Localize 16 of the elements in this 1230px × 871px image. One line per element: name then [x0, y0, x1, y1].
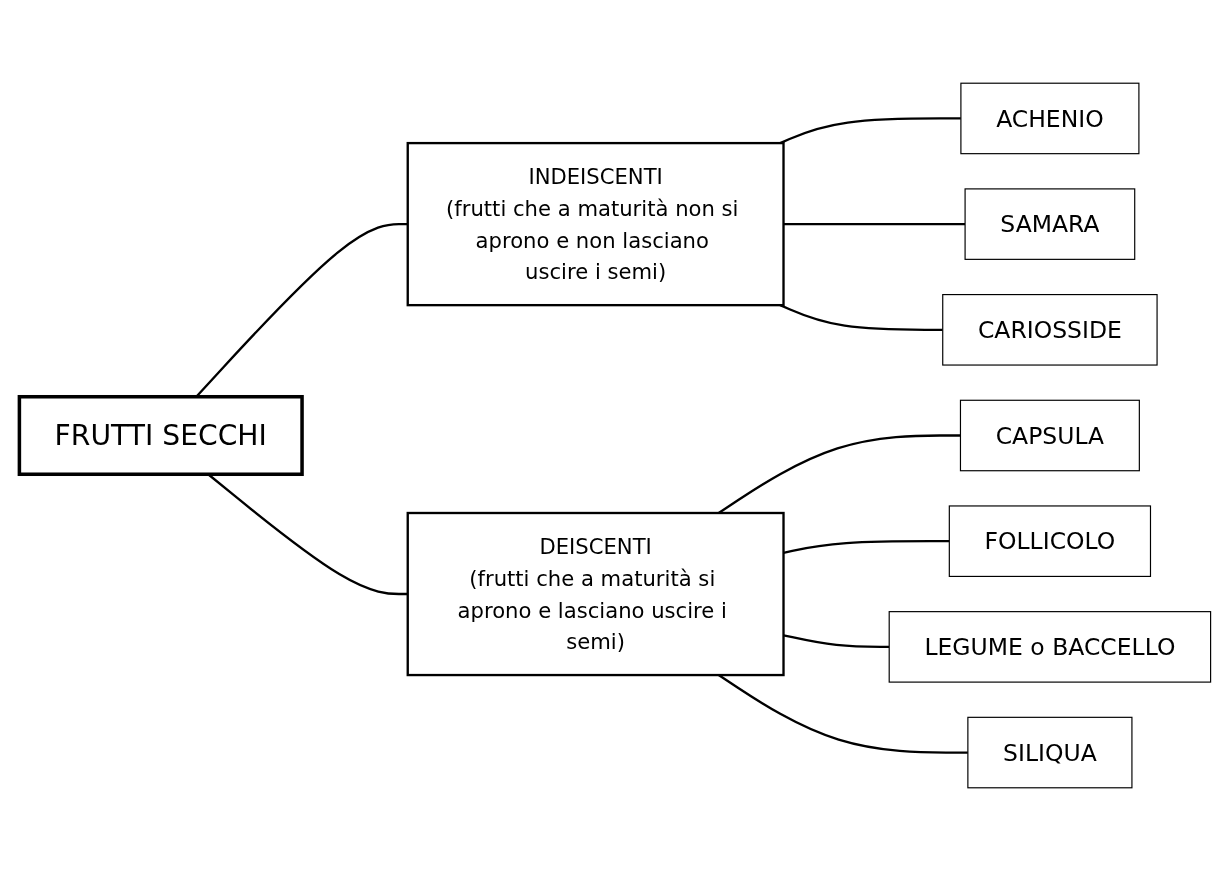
connector — [783, 634, 890, 649]
node-box: LEGUME o BACCELLO — [888, 611, 1212, 683]
node-box: FRUTTI SECCHI — [17, 395, 304, 476]
node-box: SILIQUA — [967, 716, 1133, 789]
connector — [783, 540, 950, 554]
node-box: DEISCENTI (frutti che a maturità si aprono e lasciano uscire i semi) — [406, 511, 785, 677]
node-box: CAPSULA — [959, 399, 1140, 472]
node-box: ACHENIO — [960, 82, 1140, 155]
connector — [779, 117, 961, 145]
node-box: CARIOSSIDE — [942, 294, 1158, 366]
connector — [779, 304, 943, 331]
connector — [783, 222, 966, 226]
node-box: INDEISCENTI (frutti che a maturità non si aprono e non lasciano uscire i semi) — [406, 141, 785, 307]
node-box: FOLLICOLO — [948, 505, 1152, 577]
connector — [718, 434, 961, 514]
node-box: SAMARA — [964, 188, 1136, 260]
